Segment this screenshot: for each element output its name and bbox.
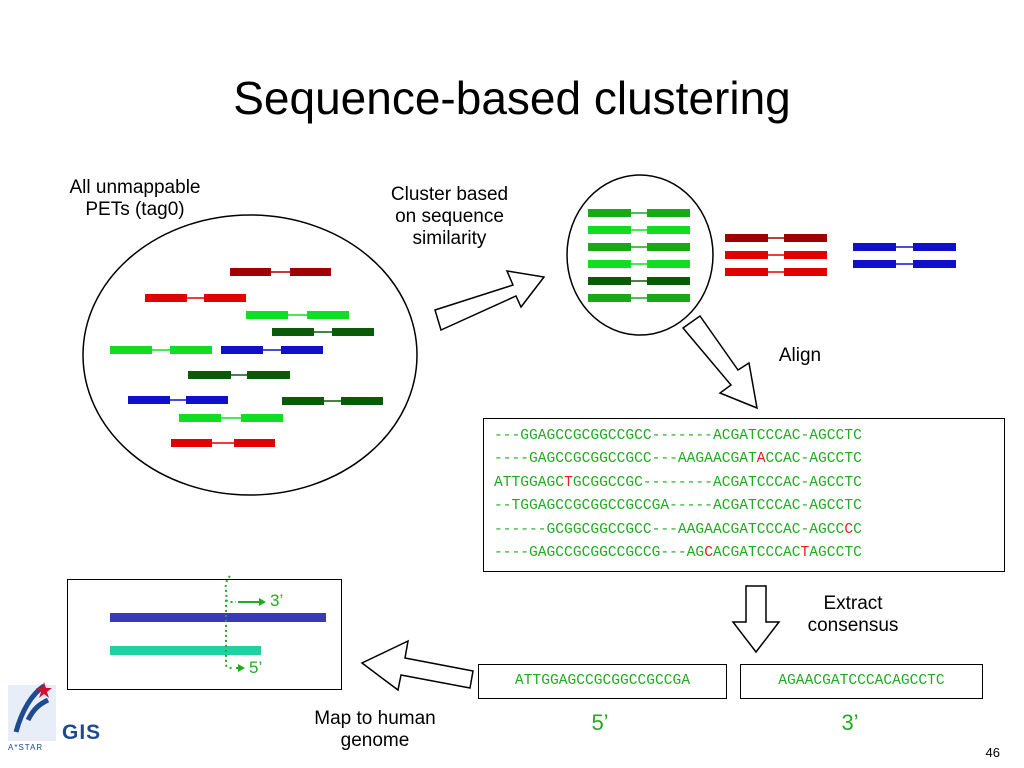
sequence-segment: ACGATCCCAC	[712, 545, 801, 561]
genome-map-box	[67, 579, 342, 690]
sequence-segment: C	[853, 521, 862, 538]
page-title: Sequence-based clustering	[233, 72, 791, 124]
mapping-dotted-line-top	[225, 599, 237, 603]
alignment-box: ---GGAGCCGCGGCCGCC-------ACGATCCCAC-AGCC…	[483, 418, 1005, 572]
map-label-line1: Map to human	[314, 708, 436, 729]
alignment-row: ------GCGGCGGCCGCC---AAGAACGATCCCAC-AGCC…	[494, 519, 862, 542]
three-prime-arrowhead	[259, 598, 266, 606]
cluster-arrow	[434, 270, 546, 332]
pet-all	[221, 346, 323, 354]
mismatch-base: A	[756, 451, 766, 468]
consensus-3prime-box: AGAACGATCCCACAGCCTC	[740, 664, 983, 699]
pet-green-cluster	[588, 277, 690, 285]
pet-all	[145, 294, 246, 302]
pet-green-cluster	[588, 226, 690, 234]
genome-bar-teal	[110, 646, 261, 655]
sequence-segment: ---GGAGCCGCGGCCGCC-------ACGATCCCAC-AGCC…	[494, 428, 862, 444]
sequence-segment: ------GCGGCGGCCGCC---AAGAACGATCCCAC-AGCC	[494, 521, 845, 538]
pet-blue-cluster	[853, 243, 956, 251]
pet-red-cluster	[725, 268, 827, 276]
extract-arrow	[731, 585, 781, 654]
five-prime-label: 5’	[591, 710, 609, 735]
pet-green-cluster	[588, 209, 690, 217]
pet-all	[188, 371, 290, 379]
pet-red-cluster	[725, 234, 827, 242]
all-pets-label-line2: PETs (tag0)	[85, 199, 185, 220]
sequence-segment: ----GAGCCGCGGCCGCC---AAGAACGAT	[494, 451, 757, 468]
map-three-prime-label: 3’	[270, 591, 284, 610]
three-prime-label: 3’	[841, 710, 859, 735]
mismatch-base: T	[800, 545, 810, 561]
pet-all	[282, 397, 383, 405]
page-number: 46	[985, 745, 1000, 760]
cluster-label-line3: similarity	[412, 228, 487, 249]
all-pets-circle	[82, 214, 418, 496]
cluster-label-line2: on sequence	[395, 206, 504, 227]
mismatch-base: C	[844, 521, 854, 538]
pet-all	[128, 396, 228, 404]
pet-green-cluster	[588, 294, 690, 302]
map-arrow	[360, 639, 474, 692]
alignment-row: ----GAGCCGCGGCCGCCG---AGCACGATCCCACTAGCC…	[494, 542, 862, 565]
pet-green-cluster	[588, 243, 690, 251]
extract-label-line2: consensus	[807, 615, 899, 636]
pet-all	[110, 346, 212, 354]
cluster-circle	[566, 174, 714, 336]
alignment-row: ATTGGAGCTGCGGCCGC--------ACGATCCCAC-AGCC…	[494, 472, 862, 495]
pet-all	[272, 328, 374, 336]
sequence-segment: ----GAGCCGCGGCCGCCG---AG	[494, 545, 705, 561]
pet-blue-cluster	[853, 260, 956, 268]
sequence-segment: AGCCTC	[809, 545, 862, 561]
pets-layer	[110, 209, 956, 447]
alignment-row: ----GAGCCGCGGCCGCC---AAGAACGATACCAC-AGCC…	[494, 448, 862, 471]
mapping-dotted-line	[224, 575, 235, 669]
genome-bar-blue	[110, 613, 326, 622]
sequence-segment: --TGGAGCCGCGGCCGCCGA-----ACGATCCCAC-AGCC…	[494, 498, 862, 515]
astar-logo	[8, 682, 56, 741]
five-prime-arrowhead	[238, 664, 245, 672]
all-pets-label-line1: All unmappable	[69, 177, 201, 198]
gis-logo-text: GIS	[62, 721, 102, 744]
map-five-prime-label: 5’	[249, 658, 263, 677]
pet-all	[171, 439, 275, 447]
sequence-segment: GCGGCCGC--------ACGATCCCAC-AGCCTC	[572, 474, 862, 491]
mismatch-base: T	[564, 474, 573, 491]
alignment-row: ---GGAGCCGCGGCCGCC-------ACGATCCCAC-AGCC…	[494, 425, 862, 448]
align-arrow	[681, 314, 758, 410]
extract-label: Extract consensus	[778, 593, 928, 637]
align-label: Align	[778, 345, 822, 366]
sequence-segment: ATTGGAGC	[494, 474, 565, 491]
map-label: Map to human genome	[290, 708, 460, 752]
pet-red-cluster	[725, 251, 827, 259]
alignment-row: --TGGAGCCGCGGCCGCCGA-----ACGATCCCAC-AGCC…	[494, 495, 862, 518]
mismatch-base: C	[704, 545, 713, 561]
pet-all	[179, 414, 283, 422]
sequence-segment: CCAC-AGCCTC	[765, 451, 862, 468]
pet-all	[230, 268, 331, 276]
extract-label-line1: Extract	[823, 593, 883, 614]
consensus-5prime-box: ATTGGAGCCGCGGCCGCCGA	[478, 664, 727, 699]
pet-green-cluster	[588, 260, 690, 268]
cluster-label: Cluster based on sequence similarity	[362, 184, 537, 250]
map-label-line2: genome	[340, 730, 410, 751]
pet-all	[246, 311, 349, 319]
all-pets-label: All unmappable PETs (tag0)	[45, 177, 225, 221]
astar-tagline: A*STAR	[8, 743, 44, 752]
cluster-label-line1: Cluster based	[390, 184, 509, 205]
